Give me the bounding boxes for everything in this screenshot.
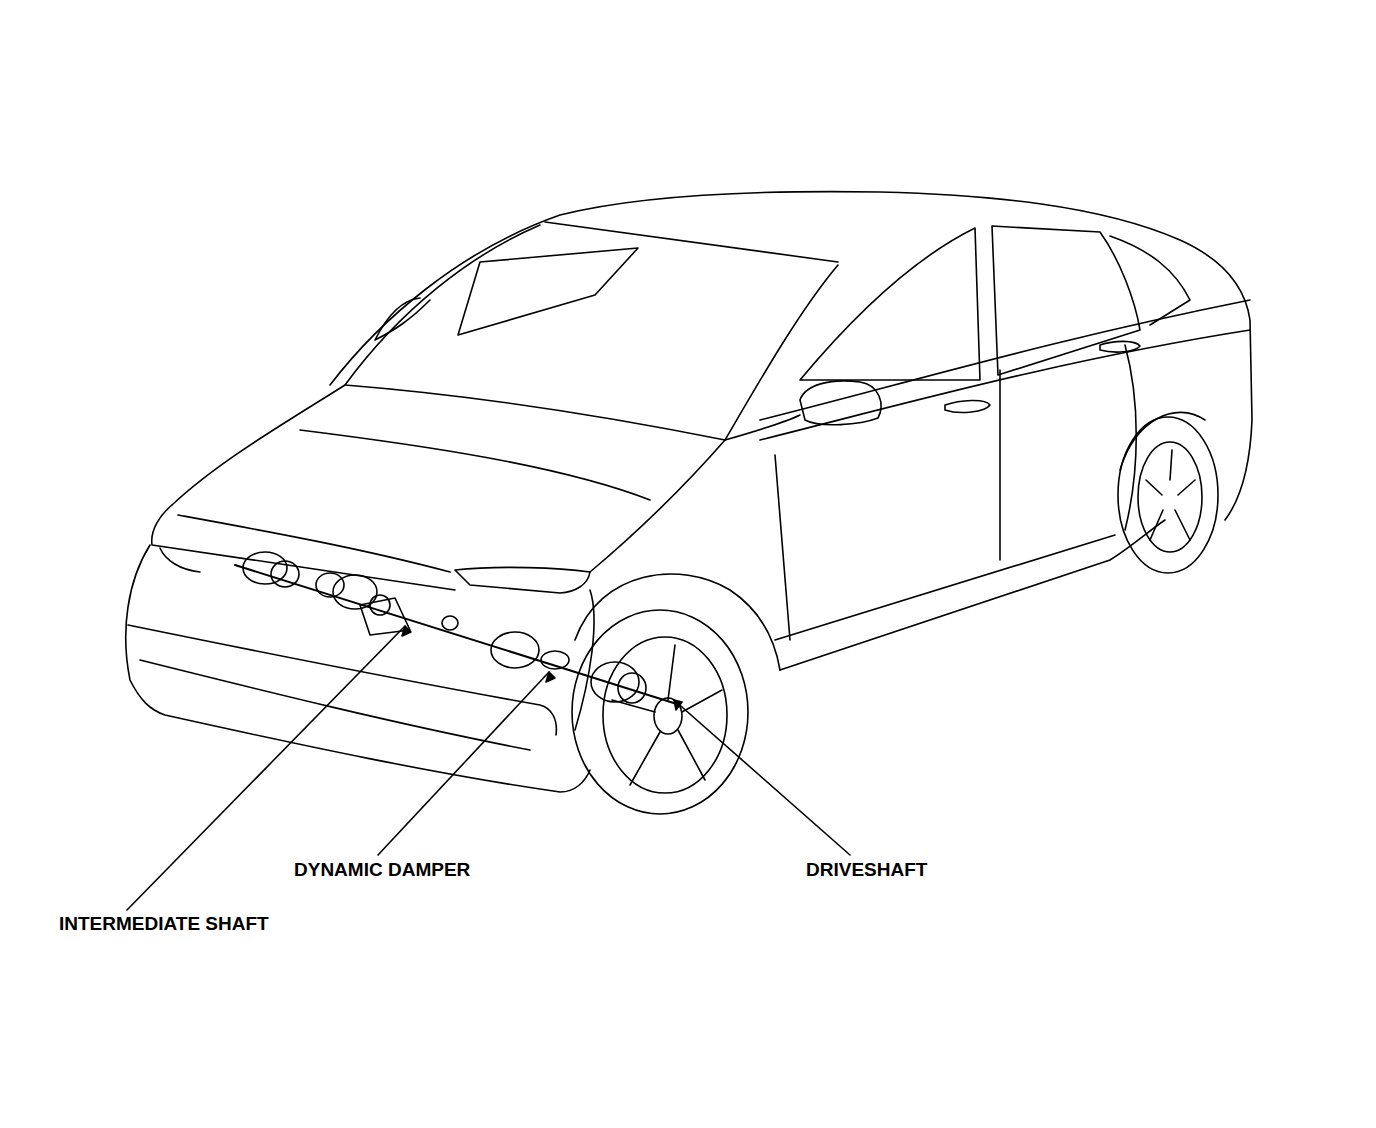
car-outline [1138,442,1202,552]
car-outline [575,574,780,670]
car-outline [572,610,748,814]
car-outline [992,226,1140,375]
car-outline [271,561,299,587]
car-outline [300,430,650,500]
car-outline [545,222,838,262]
car-outline [128,625,556,735]
car-outline [378,672,549,855]
car-outline [126,545,590,792]
car-outline [618,673,646,703]
car-outline [800,228,980,380]
car-outline [172,385,345,505]
car-outline [160,548,200,572]
car-outline [775,345,1136,640]
car-outline [760,300,1250,420]
car-outline [370,595,390,615]
car-outline [140,660,530,750]
car-outline [800,381,881,425]
car-outline [1100,341,1140,352]
car-outline [590,440,725,572]
car-outline [1110,236,1190,325]
car-outline [491,632,539,668]
car-outline [243,552,287,584]
car-outline [591,662,639,702]
car-outline [178,515,450,572]
car-outline [1146,450,1195,540]
car-outline [458,248,638,335]
car-outline [674,700,850,855]
car-outline [760,330,1250,440]
car-outline [316,573,344,597]
car-outline [375,298,430,340]
car-outline [541,651,569,669]
car-outline [442,616,458,630]
part-label: INTERMEDIATE SHAFT [57,913,271,935]
car-outline [1118,417,1218,573]
part-label: DYNAMIC DAMPER [292,859,472,881]
car-outline [235,565,680,705]
car-outline [152,505,455,590]
car-outline [780,520,1165,670]
part-label: DRIVESHAFT [804,859,929,881]
car-outline [603,637,727,793]
car-outline [455,567,590,593]
car-outline [345,225,838,440]
car-outline [945,400,990,412]
car-outline [402,626,682,710]
car-outline [330,192,1252,520]
car-outline [775,535,1115,640]
